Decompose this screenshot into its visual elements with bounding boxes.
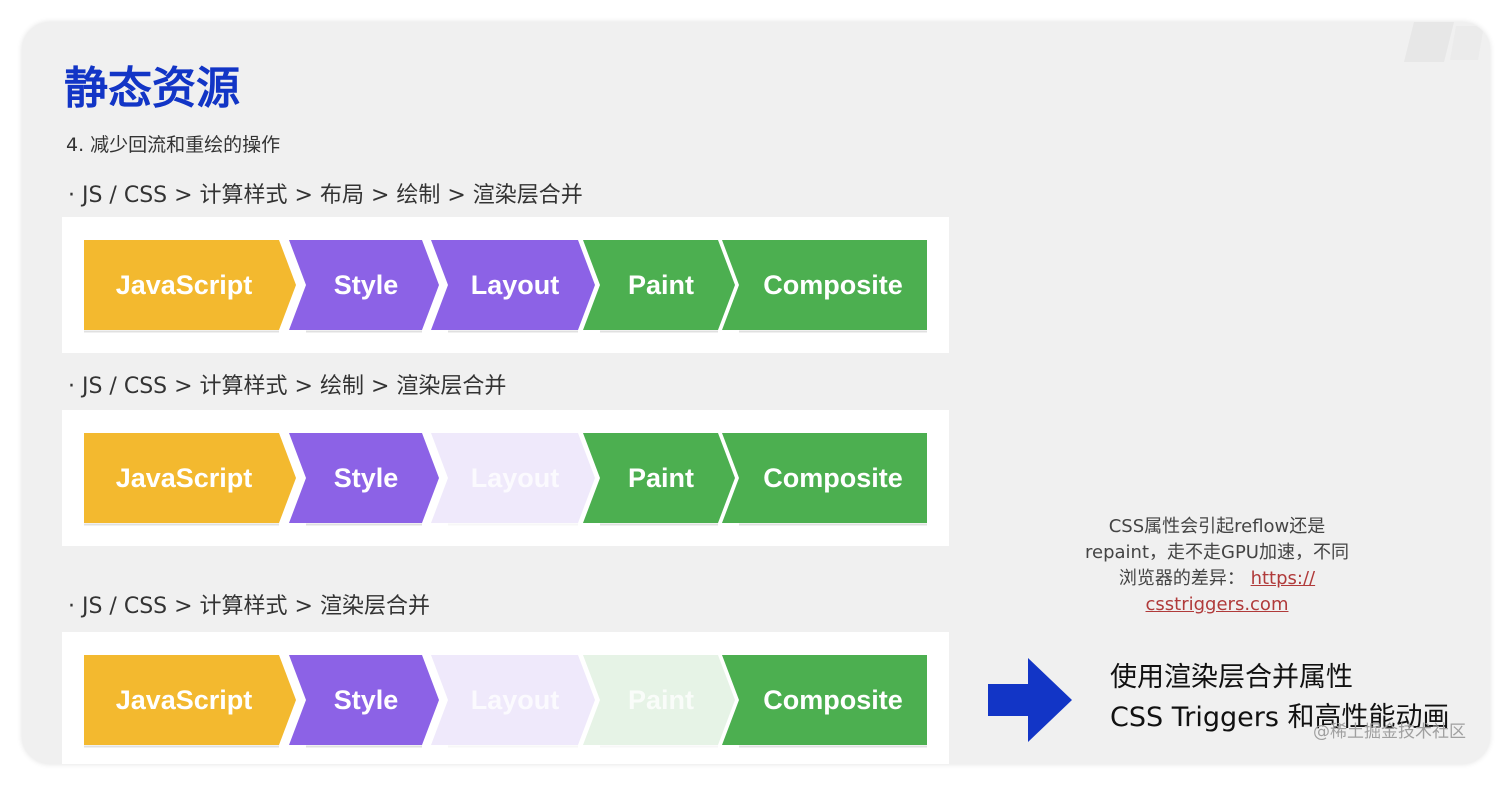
csstriggers-link-part-2[interactable]: csstriggers.com bbox=[1145, 594, 1289, 615]
stage-layout-label: Layout bbox=[471, 463, 560, 493]
slide: 静态资源 4. 减少回流和重绘的操作 · JS / CSS > 计算样式 > 布… bbox=[22, 22, 1490, 764]
pipeline-label-1: · JS / CSS > 计算样式 > 布局 > 绘制 > 渲染层合并 bbox=[68, 183, 583, 208]
slide-subtitle: 4. 减少回流和重绘的操作 bbox=[66, 134, 281, 156]
pipeline-label-3: · JS / CSS > 计算样式 > 渲染层合并 bbox=[68, 594, 430, 619]
csstriggers-link-part-1[interactable]: https:// bbox=[1250, 568, 1316, 589]
note-line-3: 浏览器的差异： https:// bbox=[1072, 566, 1362, 592]
stage-javascript-label: JavaScript bbox=[116, 270, 253, 300]
pipeline-diagram-3: JavaScript Style Layout Paint Composite bbox=[62, 632, 949, 764]
pipeline-svg-2: JavaScript Style Layout Paint Composite bbox=[84, 433, 927, 526]
note-line-3-prefix: 浏览器的差异： bbox=[1118, 568, 1245, 589]
stage-layout-shape bbox=[431, 240, 595, 330]
stage-composite-label: Composite bbox=[763, 685, 903, 715]
pipeline-svg-3: JavaScript Style Layout Paint Composite bbox=[84, 655, 927, 748]
stage-layout-label: Layout bbox=[471, 270, 560, 300]
pipeline-svg-1: JavaScript Style Layout Paint Composite bbox=[84, 240, 927, 333]
conclusion: 使用渲染层合并属性 CSS Triggers 和高性能动画 bbox=[1110, 658, 1449, 738]
stage-style-shape bbox=[289, 240, 439, 330]
stage-composite-label: Composite bbox=[763, 463, 903, 493]
stage-style-label: Style bbox=[334, 685, 399, 715]
note-line-2: repaint，走不走GPU加速，不同 bbox=[1085, 542, 1349, 563]
stage-style-shape bbox=[289, 655, 439, 745]
right-arrow-icon bbox=[988, 658, 1072, 742]
stage-composite-shape bbox=[722, 433, 927, 523]
stage-javascript-shape bbox=[84, 655, 296, 745]
stage-paint-label: Paint bbox=[628, 685, 694, 715]
stage-composite-shape bbox=[722, 240, 927, 330]
slide-title: 静态资源 bbox=[64, 63, 240, 114]
pipeline-diagram-2: JavaScript Style Layout Paint Composite bbox=[62, 410, 949, 546]
note-line-4: csstriggers.com bbox=[1072, 592, 1362, 618]
stage-layout-shape bbox=[431, 433, 595, 523]
pipeline-label-2: · JS / CSS > 计算样式 > 绘制 > 渲染层合并 bbox=[68, 374, 507, 399]
stage-javascript-shape bbox=[84, 433, 296, 523]
stage-style-label: Style bbox=[334, 270, 399, 300]
stage-paint-label: Paint bbox=[628, 270, 694, 300]
css-triggers-note: CSS属性会引起reflow还是 repaint，走不走GPU加速，不同 浏览器… bbox=[1072, 514, 1362, 618]
corner-decoration bbox=[1404, 22, 1484, 62]
stage-paint-shape bbox=[583, 240, 735, 330]
watermark: @稀土掘金技术社区 bbox=[1313, 722, 1466, 742]
stage-javascript-label: JavaScript bbox=[116, 685, 253, 715]
conclusion-line-2: CSS Triggers 和高性能动画 bbox=[1110, 702, 1450, 733]
stage-layout-shape bbox=[431, 655, 595, 745]
conclusion-line-1: 使用渲染层合并属性 bbox=[1110, 662, 1353, 693]
stage-paint-shape bbox=[583, 433, 735, 523]
stage-javascript-label: JavaScript bbox=[116, 463, 253, 493]
stage-style-shape bbox=[289, 433, 439, 523]
stage-javascript-shape bbox=[84, 240, 296, 330]
pipeline-diagram-1: JavaScript Style Layout Paint Composite bbox=[62, 217, 949, 353]
note-line-1: CSS属性会引起reflow还是 bbox=[1108, 516, 1326, 537]
stage-layout-label: Layout bbox=[471, 685, 560, 715]
stage-composite-shape bbox=[722, 655, 927, 745]
stage-paint-label: Paint bbox=[628, 463, 694, 493]
stage-style-label: Style bbox=[334, 463, 399, 493]
stage-composite-label: Composite bbox=[763, 270, 903, 300]
stage-paint-shape bbox=[583, 655, 735, 745]
